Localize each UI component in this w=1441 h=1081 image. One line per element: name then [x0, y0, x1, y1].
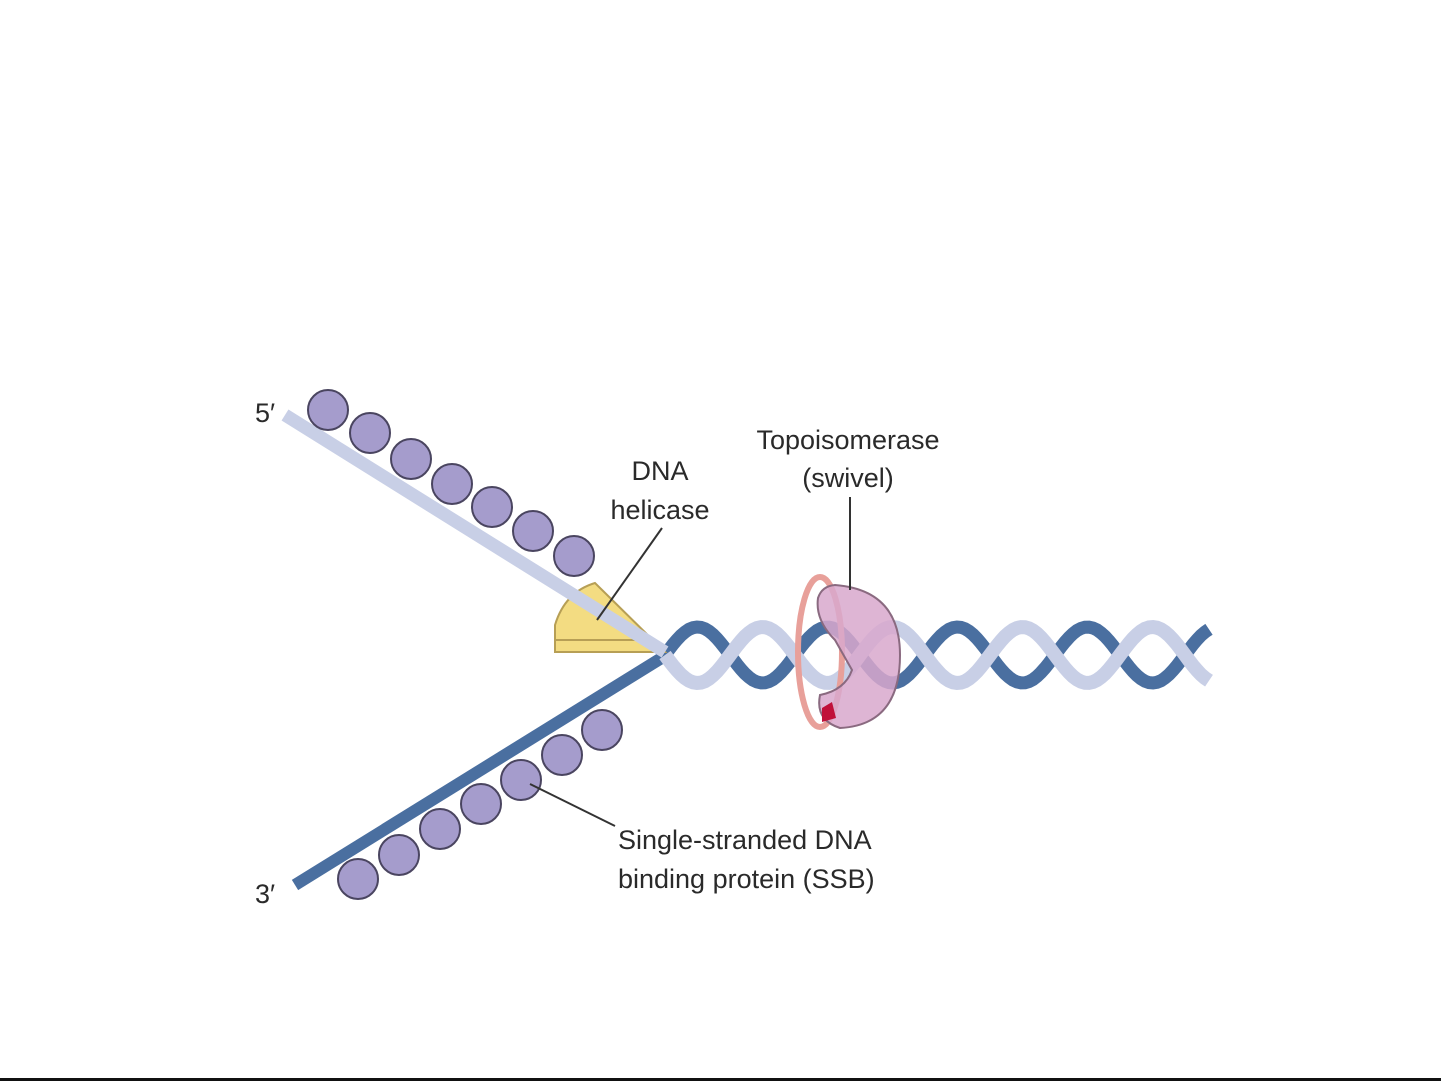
ssb-protein	[512, 510, 554, 552]
ssb-protein	[337, 858, 379, 900]
five-prime-label: 5′	[255, 398, 275, 428]
ssb-protein	[419, 808, 461, 850]
lagging-template-strand	[291, 648, 672, 891]
helicase-leader-line	[596, 527, 663, 621]
ssb-proteins	[307, 389, 623, 900]
topoisomerase-active-site	[822, 702, 836, 722]
ssb-protein	[541, 734, 583, 776]
bottom-border	[0, 1078, 1441, 1081]
helicase-label-line2: helicase	[610, 495, 709, 525]
topo-label-line2: (swivel)	[802, 463, 894, 493]
helix-light-strand	[659, 619, 1213, 691]
ssb-protein	[390, 438, 432, 480]
ssb-label-line1: Single-stranded DNA	[618, 825, 872, 855]
ssb-protein	[471, 486, 513, 528]
topo-label-line1: Topoisomerase	[756, 425, 939, 455]
ssb-protein	[431, 463, 473, 505]
ssb-protein	[553, 535, 595, 577]
ssb-leader-line	[529, 783, 616, 827]
ssb-protein	[307, 389, 349, 431]
ssb-protein	[349, 412, 391, 454]
three-prime-label: 3′	[255, 879, 275, 909]
topoisomerase-enzyme	[816, 583, 902, 730]
helicase-label-line1: DNA	[631, 456, 688, 486]
ssb-protein	[581, 709, 623, 751]
ssb-protein	[378, 834, 420, 876]
ssb-protein	[460, 783, 502, 825]
leading-template-strand	[281, 409, 669, 658]
ssb-protein	[500, 759, 542, 801]
ssb-label-line2: binding protein (SSB)	[618, 864, 875, 894]
